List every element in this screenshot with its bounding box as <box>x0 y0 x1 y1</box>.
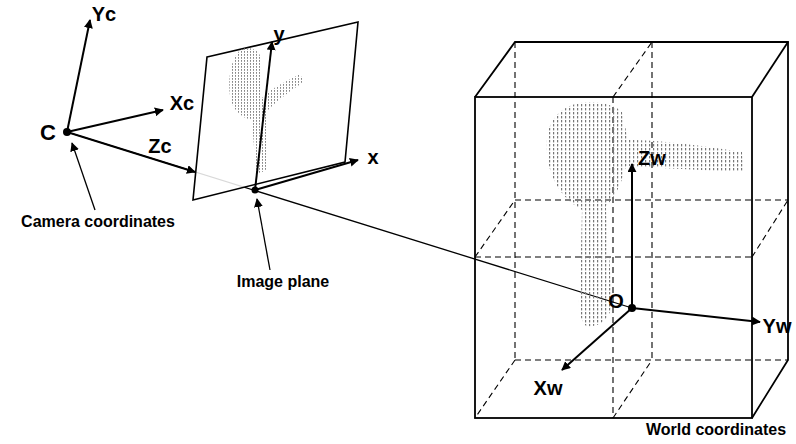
projected-object <box>229 48 304 174</box>
camera-axes <box>67 20 195 172</box>
camera-center <box>63 128 71 136</box>
axis-label: Xw <box>533 377 564 399</box>
image-plane <box>193 22 358 200</box>
cube-midplanes <box>475 42 788 418</box>
axis-label: y <box>272 23 285 45</box>
image-axes <box>255 42 358 190</box>
world-cube <box>475 42 788 418</box>
caption-label: Image plane <box>236 273 330 291</box>
point-cloud-object <box>547 102 745 326</box>
axis-label: Yc <box>91 3 117 25</box>
leader-arrows <box>72 143 270 270</box>
axis-label: x <box>366 146 379 168</box>
axis-label: Xc <box>169 92 195 114</box>
caption-label: Camera coordinates <box>20 213 176 231</box>
image-origin <box>252 187 259 194</box>
point-label: O <box>607 290 625 312</box>
world-origin <box>628 304 636 312</box>
point-label: C <box>39 121 57 145</box>
caption-label: World coordinates <box>645 421 787 439</box>
axis-label: Zw <box>637 147 667 169</box>
axis-label: Zc <box>147 135 172 157</box>
axis-label: Yw <box>762 315 793 337</box>
world-axes <box>562 164 760 370</box>
